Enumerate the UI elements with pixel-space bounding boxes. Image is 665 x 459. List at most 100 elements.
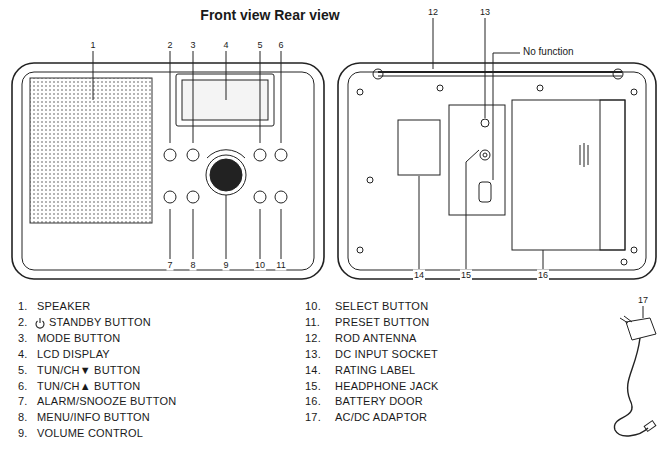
line-shape	[485, 18, 486, 118]
callout-number: 11	[275, 260, 286, 271]
rect-shape	[30, 78, 152, 223]
list-number: 15.	[305, 381, 321, 392]
list-number: 9.	[18, 428, 28, 439]
circle-shape	[483, 153, 487, 157]
part-name: MODE BUTTON	[37, 333, 120, 344]
circle-shape	[437, 85, 443, 91]
list-number: 10.	[305, 301, 321, 312]
list-number: 6.	[18, 381, 28, 392]
circle-shape	[254, 191, 266, 203]
circle-shape	[206, 155, 246, 195]
line-shape	[493, 53, 494, 180]
callout-number: 2	[166, 40, 173, 51]
note-label: No function	[522, 47, 575, 57]
line-shape	[433, 18, 434, 69]
part-name: TUN/CH▲ BUTTON	[37, 381, 140, 392]
view-title: Front view Rear view	[200, 8, 339, 22]
part-name: MENU/INFO BUTTON	[37, 412, 150, 423]
line-shape	[193, 209, 194, 259]
callout-number: 12	[427, 7, 439, 18]
callout-number: 15	[460, 270, 472, 281]
line-shape	[226, 51, 227, 100]
list-number: 5.	[18, 365, 28, 376]
circle-shape	[210, 159, 242, 191]
part-name: TUN/CH▼ BUTTON	[37, 365, 140, 376]
line-shape	[466, 162, 467, 269]
circle-shape	[481, 119, 489, 127]
line-shape	[378, 71, 622, 73]
callout-number: 17	[637, 295, 649, 306]
circle-shape	[367, 177, 373, 183]
part-name: PRESET BUTTON	[335, 317, 430, 328]
circle-shape	[254, 149, 266, 161]
rect-shape	[449, 105, 505, 215]
circle-shape	[621, 259, 627, 265]
callout-number: 9	[222, 260, 229, 271]
circle-shape	[613, 69, 623, 79]
callout-number: 10	[254, 260, 266, 271]
adaptor-drawing	[614, 306, 656, 436]
circle-shape	[373, 69, 383, 79]
rect-shape	[338, 63, 656, 279]
circle-shape	[537, 85, 543, 91]
front-view	[12, 51, 324, 279]
part-name: ROD ANTENNA	[335, 333, 417, 344]
rect-shape	[22, 72, 314, 270]
line-shape	[170, 209, 171, 259]
callout-number: 5	[256, 40, 263, 51]
rect-shape	[600, 100, 625, 250]
line-shape	[226, 195, 227, 259]
line-shape	[260, 209, 261, 259]
callout-number: 1	[89, 40, 96, 51]
line-shape	[378, 76, 622, 77]
path-shape	[614, 338, 648, 436]
list-number: 1.	[18, 301, 28, 312]
part-name: DC INPUT SOCKET	[335, 349, 438, 360]
circle-shape	[187, 191, 199, 203]
part-name: SPEAKER	[37, 301, 90, 312]
callout-number: 8	[189, 260, 196, 271]
part-name: RATING LABEL	[335, 365, 415, 376]
line-shape	[419, 176, 420, 269]
line-shape	[643, 306, 644, 318]
line-shape	[281, 209, 282, 259]
list-number: 16.	[305, 396, 321, 407]
part-name: HEADPHONE JACK	[335, 381, 439, 392]
path-shape	[207, 150, 245, 158]
circle-shape	[187, 149, 199, 161]
line-shape	[260, 51, 261, 143]
callout-number: 6	[277, 40, 284, 51]
circle-shape	[275, 191, 287, 203]
list-number: 17.	[305, 412, 321, 423]
circle-shape	[357, 247, 363, 253]
list-number: 14.	[305, 365, 321, 376]
line-shape	[543, 250, 544, 269]
line-shape	[193, 51, 194, 143]
part-name: AC/DC ADAPTOR	[335, 412, 427, 423]
circle-shape	[631, 247, 637, 253]
line-shape	[39, 318, 40, 323]
part-name: VOLUME CONTROL	[37, 428, 143, 439]
line-shape	[466, 150, 479, 162]
list-number: 12.	[305, 333, 321, 344]
rect-shape	[176, 74, 274, 126]
list-number: 7.	[18, 396, 28, 407]
circle-shape	[631, 89, 637, 95]
line-shape	[493, 53, 520, 54]
list-number: 11.	[305, 317, 320, 328]
standby-symbol	[36, 318, 44, 328]
part-name: LCD DISPLAY	[37, 349, 110, 360]
rear-view	[338, 18, 656, 279]
rect-shape	[644, 421, 656, 432]
list-number: 3.	[18, 333, 28, 344]
rect-shape	[348, 72, 646, 270]
rect-shape	[398, 120, 440, 175]
line-shape	[170, 51, 171, 143]
callout-number: 3	[189, 40, 196, 51]
part-name: ALARM/SNOOZE BUTTON	[37, 396, 176, 407]
circle-shape	[480, 150, 490, 160]
part-name: BATTERY DOOR	[335, 396, 423, 407]
callout-number: 13	[479, 7, 491, 18]
circle-shape	[164, 191, 176, 203]
